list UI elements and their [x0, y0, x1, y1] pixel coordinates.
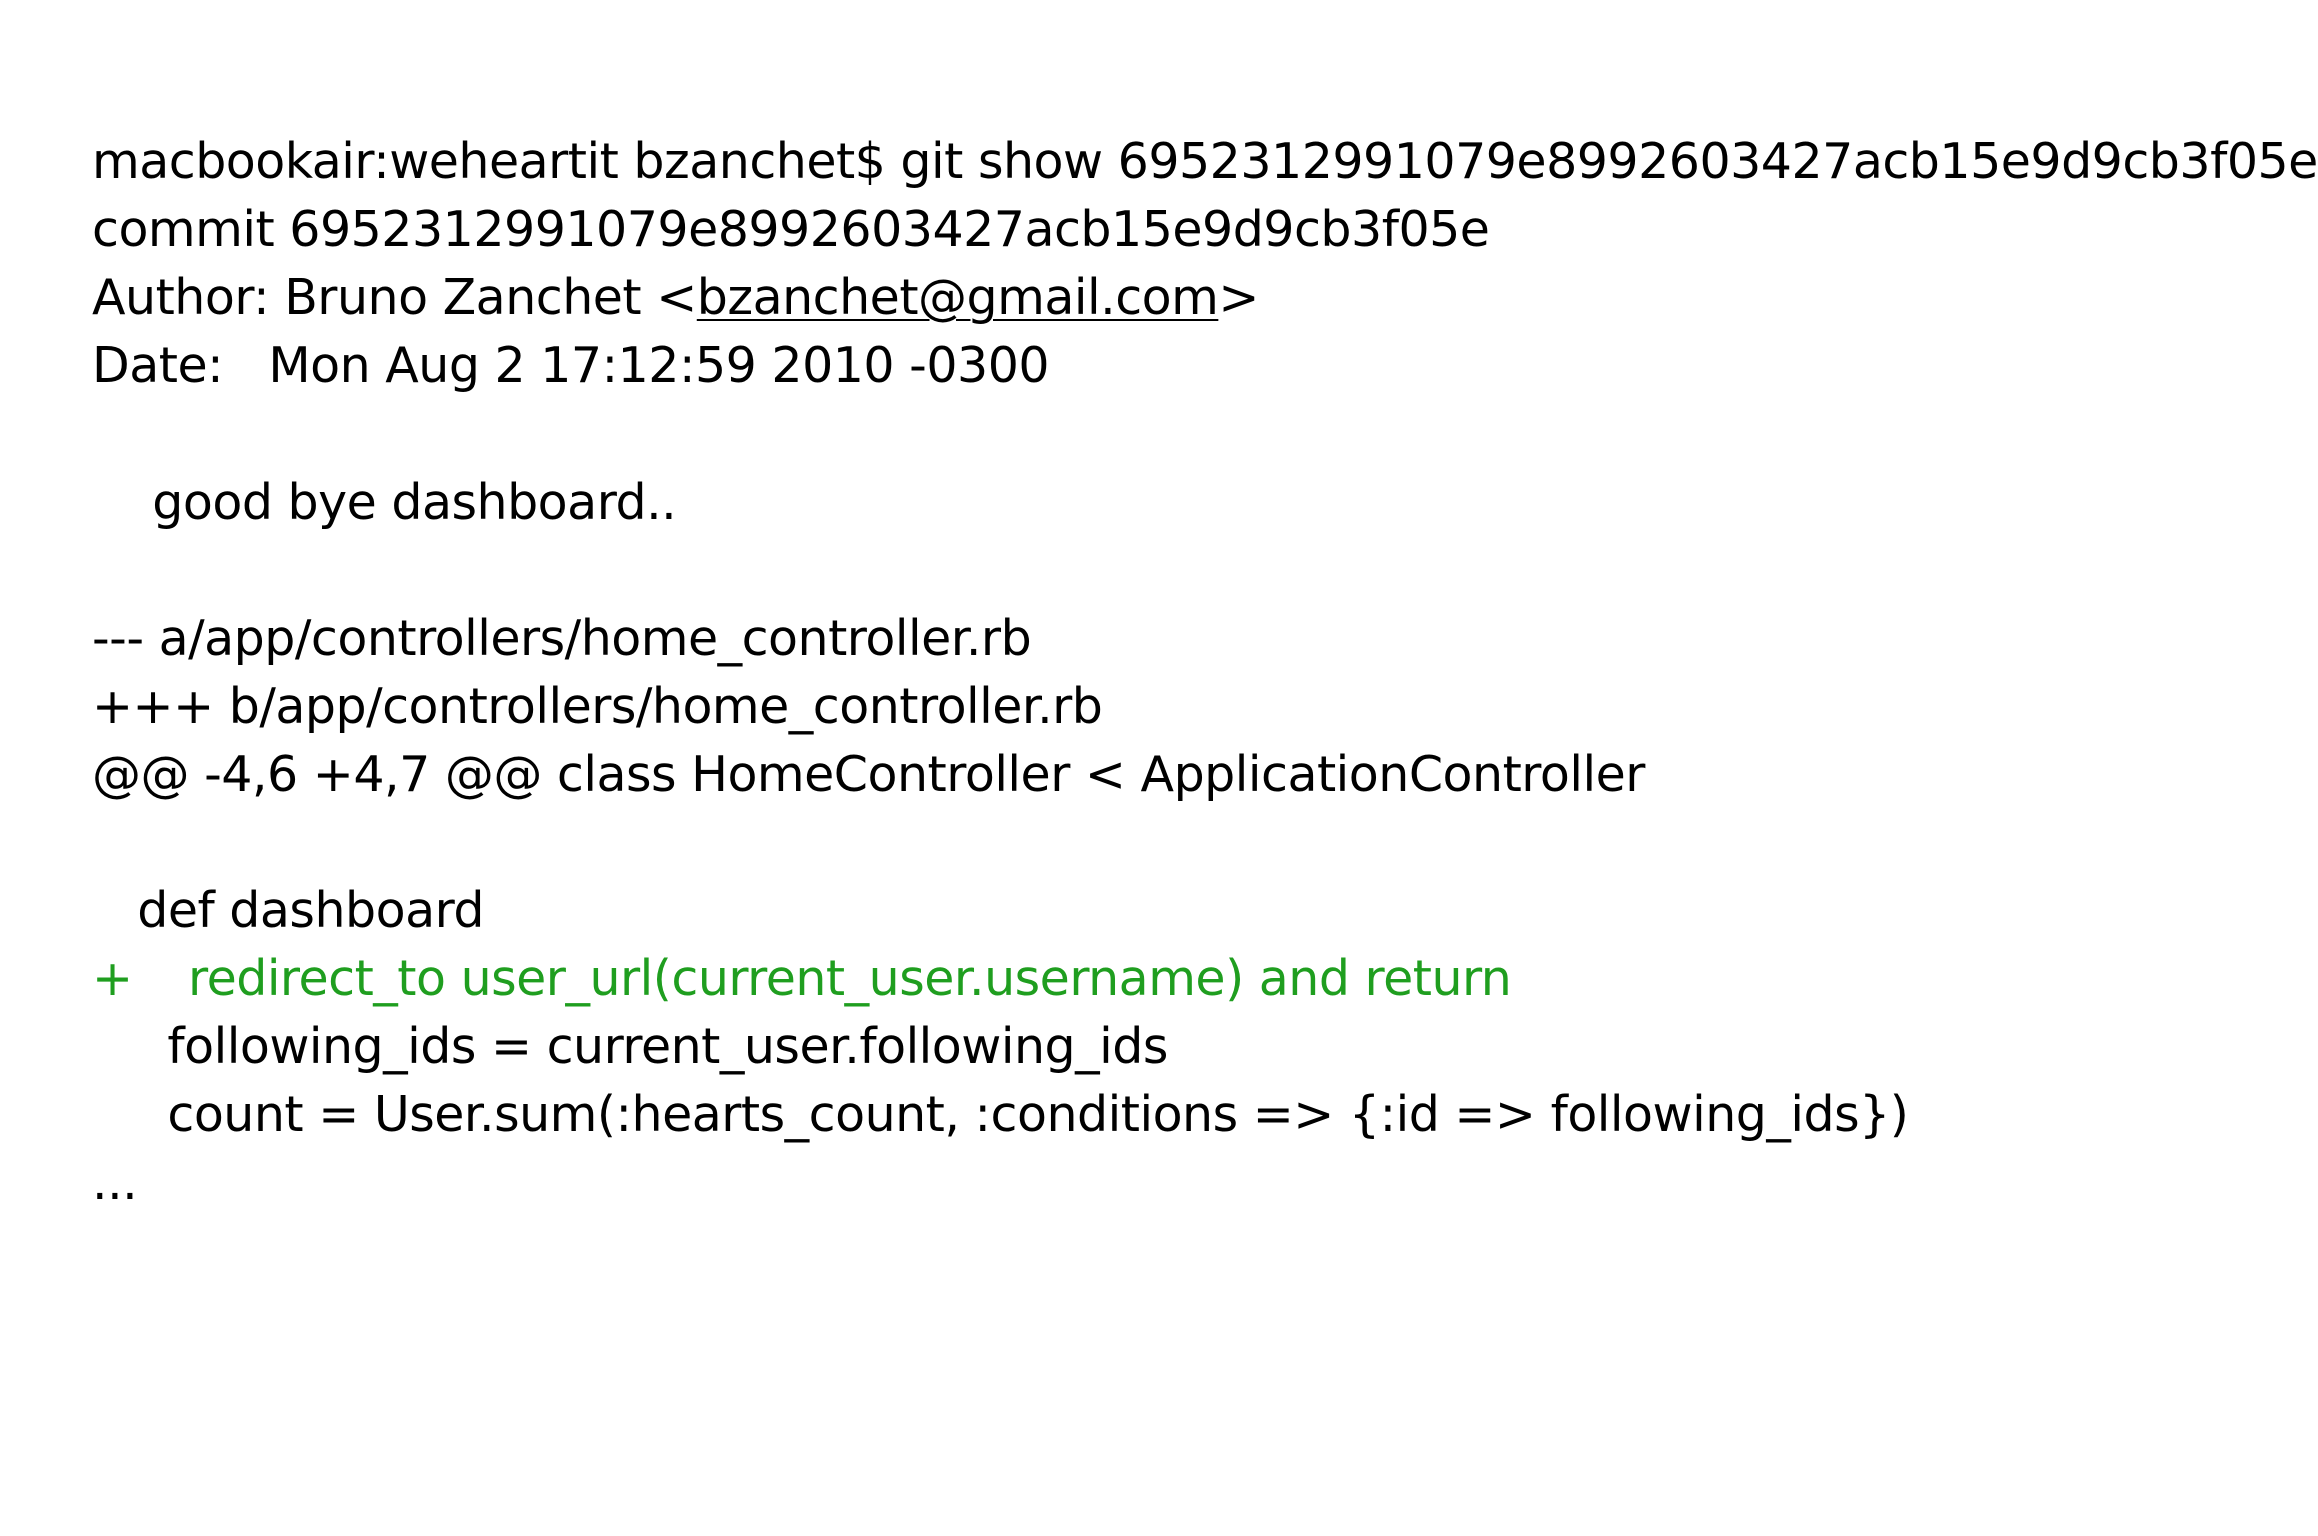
- git-show-command-line: macbookair:weheartit bzanchet$ git show …: [92, 133, 2318, 190]
- added-code-line: redirect_to user_url(current_user.userna…: [188, 950, 1512, 1007]
- author-email-link[interactable]: bzanchet@gmail.com: [696, 269, 1219, 326]
- added-line-marker: +: [92, 950, 133, 1007]
- commit-hash-line: commit 6952312991079e8992603427acb15e9d9…: [92, 201, 1490, 258]
- date-line: Date: Mon Aug 2 17:12:59 2010 -0300: [92, 337, 1050, 394]
- commit-message: good bye dashboard..: [92, 474, 677, 531]
- author-line: Author: Bruno Zanchet <bzanchet@gmail.co…: [92, 273, 1259, 322]
- hunk-header: @@ -4,6 +4,7 @@ class HomeController < A…: [92, 746, 1645, 803]
- code-def-dashboard: def dashboard: [92, 882, 485, 939]
- diff-from-file: --- a/app/controllers/home_controller.rb: [92, 610, 1032, 667]
- slide: macbookair:weheartit bzanchet$ git show …: [92, 137, 2318, 1211]
- code-count: count = User.sum(:hearts_count, :conditi…: [92, 1086, 1909, 1143]
- author-suffix: >: [1218, 269, 1259, 326]
- ellipsis: ...: [92, 1154, 138, 1211]
- code-following-ids: following_ids = current_user.following_i…: [92, 1018, 1168, 1075]
- author-prefix: Author: Bruno Zanchet <: [92, 269, 697, 326]
- diff-to-file: +++ b/app/controllers/home_controller.rb: [92, 678, 1103, 735]
